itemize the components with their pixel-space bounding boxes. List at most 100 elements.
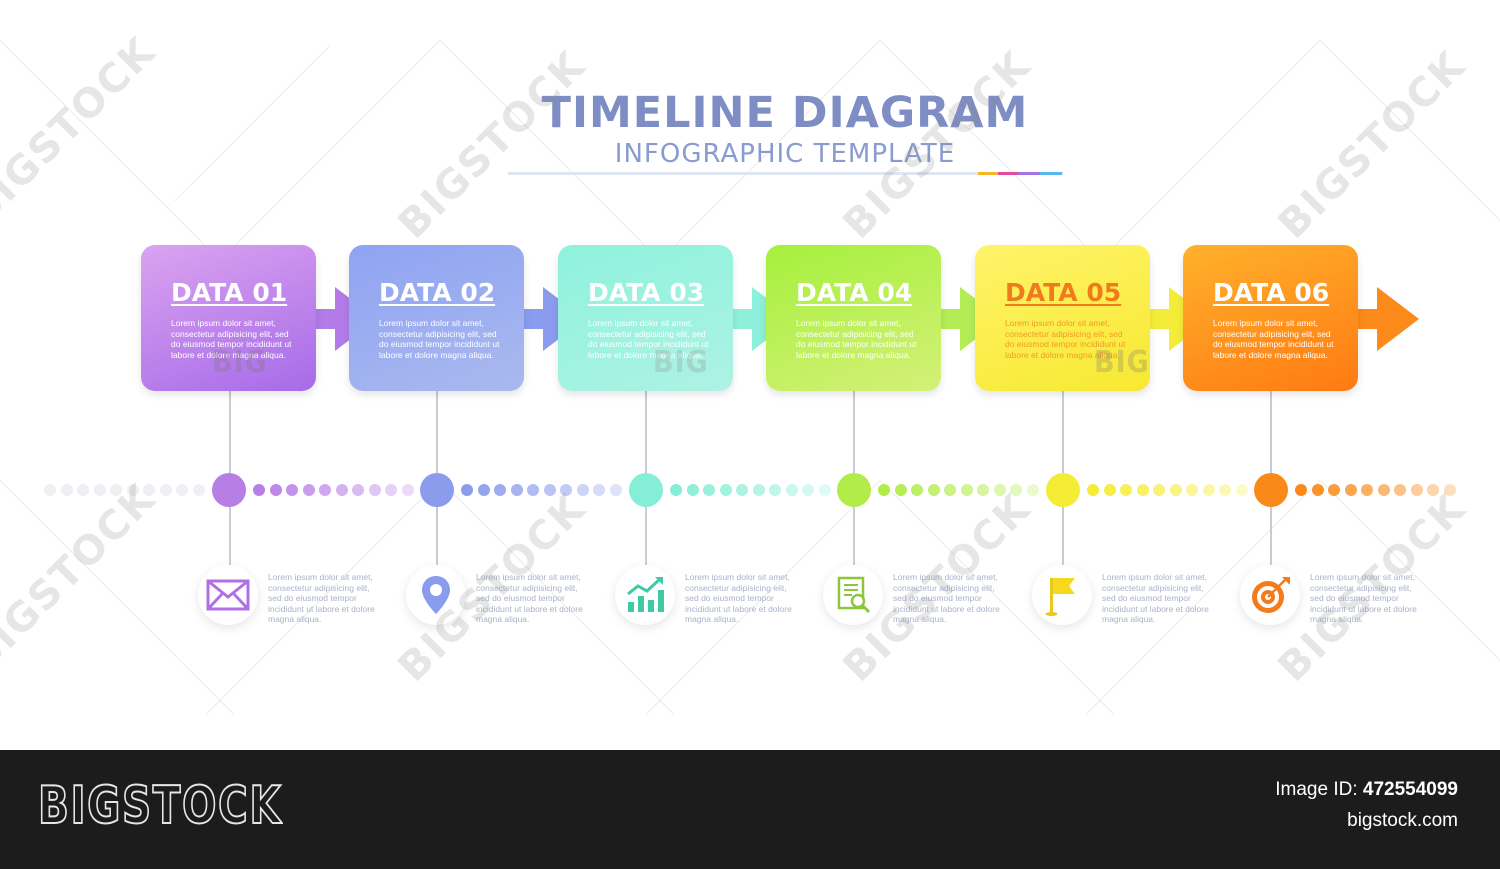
timeline-dot [176,484,188,496]
step-title: DATA 03 [588,278,705,307]
underline-accent-3 [1018,172,1040,175]
step-box-4: DATA 04 Lorem ipsum dolor sit amet, cons… [766,245,941,391]
timeline-dot [1136,484,1149,496]
timeline-node [1046,473,1080,507]
connector-line [229,391,231,473]
timeline-dot [1153,484,1165,496]
arrow-shaft [1356,309,1380,329]
timeline-dot [1010,484,1022,496]
step-description: Lorem ipsum dolor sit amet, consectetur … [379,318,500,360]
timeline-dot [1186,484,1198,496]
timeline-dot [77,484,89,496]
flag-icon [1045,578,1075,616]
timeline-dot [977,484,989,496]
timeline-dot [368,484,381,496]
underline-accent-2 [998,172,1018,175]
step-title: DATA 06 [1213,278,1330,307]
step-box-2: DATA 02 Lorem ipsum dolor sit amet, cons… [349,245,524,391]
step-description: Lorem ipsum dolor sit amet, consectetur … [171,318,292,360]
timeline-dot [894,484,907,496]
bigstock-logo: BIGSTOCK [37,775,283,837]
timeline-dot [1361,484,1373,496]
timeline-dot [461,484,473,496]
document-search-icon [837,576,871,614]
timeline-dot [960,484,973,496]
timeline-dot [818,484,831,496]
timeline-dot [593,484,605,496]
timeline-dot [143,484,155,496]
timeline-dot [110,484,122,496]
timeline-dot [126,484,139,496]
timeline-dot [477,484,490,496]
site-link[interactable]: bigstock.com [1347,810,1458,831]
timeline-dot [609,484,622,496]
timeline-dot [494,484,506,496]
arrow-shaft [731,309,755,329]
connector-line [853,391,855,473]
timeline-dot [670,484,682,496]
timeline-node [1254,473,1288,507]
watermark-mark: BIG [1094,345,1150,380]
timeline-dot [1235,484,1248,496]
connector-line [645,507,647,565]
step-description: Lorem ipsum dolor sit amet, consectetur … [796,318,917,360]
step-title: DATA 05 [1005,278,1122,307]
timeline-dot [1169,484,1182,496]
connector-line [436,507,438,565]
underline-accent-4 [1040,172,1062,175]
arrow-icon [1377,287,1419,351]
timeline-dot [1120,484,1132,496]
step-note: Lorem ipsum dolor sit amet, consectetur … [685,572,792,624]
timeline-dot [1377,484,1390,496]
icon-badge [615,565,675,625]
step-box-3: DATA 03 Lorem ipsum dolor sit amet, cons… [558,245,733,391]
timeline-dot [1410,484,1423,496]
icon-badge [1032,565,1092,625]
image-id: Image ID: 472554099 [1275,779,1458,801]
timeline-dot [192,484,205,496]
step-note: Lorem ipsum dolor sit amet, consectetur … [1310,572,1417,624]
connector-line [853,507,855,565]
step-description: Lorem ipsum dolor sit amet, consectetur … [1213,318,1334,360]
timeline-dot [1427,484,1439,496]
arrow-shaft [939,309,963,329]
timeline-dot [1087,484,1099,496]
timeline-dot [159,484,172,496]
image-id-value: 472554099 [1362,779,1458,800]
timeline-dot [319,484,331,496]
icon-badge [406,565,466,625]
timeline-node [420,473,454,507]
connector-line [645,391,647,473]
timeline-dot [703,484,715,496]
timeline-dot [385,484,397,496]
timeline-dot [560,484,572,496]
step-title: DATA 04 [796,278,913,307]
timeline-dot [1295,484,1307,496]
timeline-dot [736,484,748,496]
timeline-dot [269,484,282,496]
timeline-dot [286,484,298,496]
watermark-mark: BIG [653,345,709,380]
timeline-dot [60,484,73,496]
growth-chart-icon [627,577,664,612]
icon-badge [198,565,258,625]
diagram-canvas: TIMELINE DIAGRAM INFOGRAPHIC TEMPLATE DA… [0,28,1500,715]
step-note: Lorem ipsum dolor sit amet, consectetur … [476,572,583,624]
timeline-dot [527,484,539,496]
icon-badge [823,565,883,625]
step-note: Lorem ipsum dolor sit amet, consectetur … [268,572,375,624]
map-pin-icon [422,576,450,614]
timeline-dot [1103,484,1116,496]
timeline-dot [1026,484,1039,496]
timeline-node [629,473,663,507]
diagram-subtitle: INFOGRAPHIC TEMPLATE [614,139,956,169]
timeline-dot [352,484,364,496]
timeline-dot [785,484,798,496]
timeline-dot [1394,484,1406,496]
timeline-node [837,473,871,507]
watermark-mark: BIG [212,345,268,380]
image-id-label: Image ID: [1275,779,1358,800]
footer-bar: BIGSTOCK [0,750,1500,869]
connector-line [1270,507,1272,565]
step-note: Lorem ipsum dolor sit amet, consectetur … [893,572,1000,624]
